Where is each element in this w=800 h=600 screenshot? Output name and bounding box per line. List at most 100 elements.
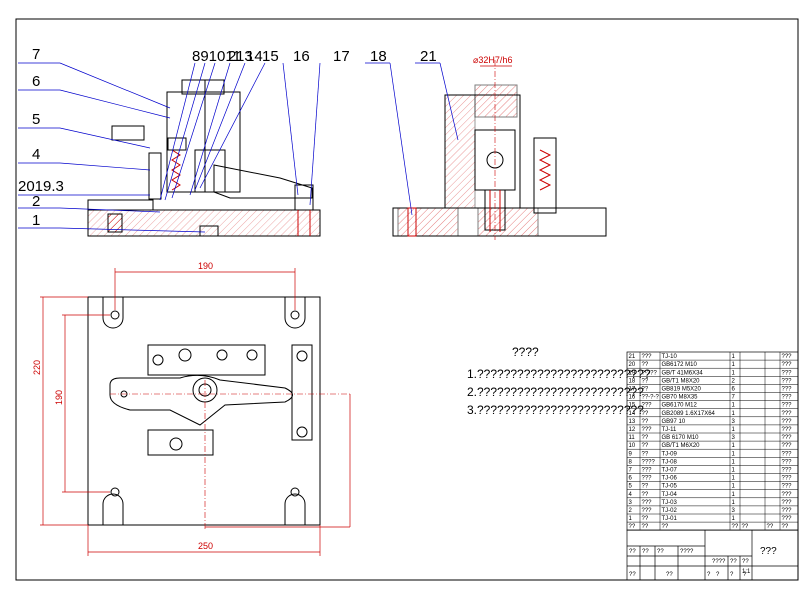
bom-cell: GB/T 41M6X34 xyxy=(662,370,704,376)
bom-cell: ?? xyxy=(782,524,789,530)
bom-cell: ?? xyxy=(662,524,669,530)
bom-cell: ??? xyxy=(782,484,793,490)
title-cell-4: ???? xyxy=(680,549,694,555)
bom-cell: 15 xyxy=(629,403,636,409)
bom-cell: TJ-08 xyxy=(662,459,678,465)
dimension-220: 220 xyxy=(32,360,42,375)
bom-cell: 1 xyxy=(732,354,736,360)
dimension-190-top: 190 xyxy=(198,261,213,271)
bom-cell: 1 xyxy=(732,362,736,368)
bom-cell: 1 xyxy=(732,476,736,482)
bom-cell: GB819 M5X20 xyxy=(662,387,702,393)
part-label-14: 14 xyxy=(246,48,263,65)
bom-cell: ?? xyxy=(732,524,739,530)
bom-cell: ??? xyxy=(782,492,793,498)
bom-cell: ?? xyxy=(642,362,649,368)
dimension-lines xyxy=(40,65,512,556)
leader-lines xyxy=(18,62,459,233)
bom-cell: ??? xyxy=(782,362,793,368)
note-item-2: 2.????????????????????????? xyxy=(467,385,644,399)
bom-cell: ?? xyxy=(642,443,649,449)
bom-cell: 6 xyxy=(629,476,633,482)
notes-heading: ???? xyxy=(512,345,539,359)
bom-cell: 6 xyxy=(732,387,736,393)
bom-cell: ?? xyxy=(642,492,649,498)
bom-cell: GB70 M8X35 xyxy=(662,395,699,401)
title-scale: 1:1 xyxy=(742,569,751,575)
bom-cell: TJ-03 xyxy=(662,500,678,506)
bom-cell: 2 xyxy=(629,508,633,514)
bom-cell: TJ-11 xyxy=(662,427,678,433)
side-view xyxy=(392,84,607,237)
bom-cell: 1 xyxy=(732,451,736,457)
bom-cell: ??? xyxy=(782,435,793,441)
bom-cell: GB6170 M12 xyxy=(662,403,698,409)
part-label-7: 7 xyxy=(32,46,40,63)
title-cell-2: ?? xyxy=(642,549,649,555)
bom-cell: ?-??? xyxy=(642,370,658,376)
part-label-2: 2 xyxy=(32,193,40,210)
bom-cell: GB6172 M10 xyxy=(662,362,698,368)
bom-cell: TJ-04 xyxy=(662,492,678,498)
bom-cell: 3 xyxy=(629,500,633,506)
part-label-16: 16 xyxy=(293,48,310,65)
bom-cell: 21 xyxy=(629,354,636,360)
part-label-15: 15 xyxy=(262,48,279,65)
dimension-190-inner: 190 xyxy=(54,390,64,405)
bom-cell: TJ-07 xyxy=(662,468,678,474)
bom-cell: ??? xyxy=(782,451,793,457)
bom-cell: 9 xyxy=(629,451,633,457)
bom-cell: GB2089 1.6X17X64 xyxy=(662,411,716,417)
bom-cell: 1 xyxy=(732,516,736,522)
bom-cell: ??? xyxy=(782,468,793,474)
bom-cell: ??? xyxy=(782,419,793,425)
bom-cell: 19 xyxy=(629,370,636,376)
bom-cell: 13 xyxy=(629,419,636,425)
title-cell-9: ?? xyxy=(666,572,673,578)
bom-cell: 4 xyxy=(629,492,633,498)
bom-cell: TJ-09 xyxy=(662,451,678,457)
bom-cell: 8 xyxy=(629,459,633,465)
bom-cell: ??? xyxy=(782,508,793,514)
bom-cell: ?? xyxy=(642,387,649,393)
bom-cell: 1 xyxy=(732,427,736,433)
bom-cell: GB/T1 M8X20 xyxy=(662,378,701,384)
part-label-5: 5 xyxy=(32,111,40,128)
note-item-3: 3.????????????????????????? xyxy=(467,403,644,417)
bom-cell: 1 xyxy=(732,403,736,409)
bom-cell: 1 xyxy=(732,370,736,376)
bom-cell: ??? xyxy=(782,411,793,417)
bom-cell: GB97 10 xyxy=(662,419,686,425)
bom-cell: ??? xyxy=(642,354,653,360)
bom-cell: 3 xyxy=(732,508,736,514)
bom-cell: ?? xyxy=(642,524,649,530)
note-item-1: 1.?????????????????????????? xyxy=(467,367,651,381)
fit-tolerance: ⌀32H7/h6 xyxy=(473,55,512,65)
bom-cell: TJ-02 xyxy=(662,508,678,514)
bom-cell: TJ-10 xyxy=(662,354,678,360)
bom-cell: 18 xyxy=(629,378,636,384)
bom-cell: 1 xyxy=(732,411,736,417)
part-label-20-19-3: 2019.3 xyxy=(18,178,64,195)
bom-cell: 16 xyxy=(629,395,636,401)
part-label-6: 6 xyxy=(32,73,40,90)
bom-cell: ??? xyxy=(782,387,793,393)
title-cell-12: ? xyxy=(730,572,734,578)
bom-cell: ??? xyxy=(782,459,793,465)
bom-cell: ?? xyxy=(642,435,649,441)
bom-cell: ??? xyxy=(642,500,653,506)
title-cell-11: ? xyxy=(716,572,720,578)
bom-cell: 17 xyxy=(629,387,636,393)
bom-cell: 2 xyxy=(732,378,736,384)
title-cell-10: ? xyxy=(707,572,711,578)
title-cell-5: ???? xyxy=(712,559,726,565)
title-cell-6: ?? xyxy=(730,559,737,565)
dimension-250: 250 xyxy=(198,541,213,551)
bom-cell: ??? xyxy=(782,516,793,522)
part-label-1: 1 xyxy=(32,212,40,229)
bom-cell: ??? xyxy=(782,427,793,433)
part-label-18: 18 xyxy=(370,48,387,65)
bom-cell: 20 xyxy=(629,362,636,368)
title-cell-7: ?? xyxy=(742,559,749,565)
